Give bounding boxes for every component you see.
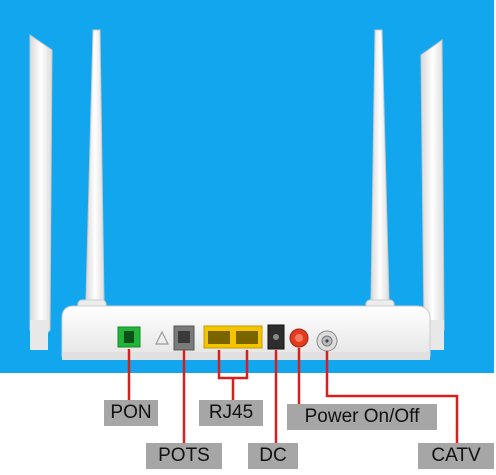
antenna-right-outer xyxy=(420,39,445,350)
catv-label: CATV xyxy=(418,443,494,469)
warning-icon xyxy=(155,330,169,345)
power-button xyxy=(289,328,309,348)
pots-port xyxy=(173,325,195,351)
pon-label: PON xyxy=(104,400,158,426)
catv-connector xyxy=(325,351,459,444)
power-label: Power On/Off xyxy=(287,404,437,430)
connector-lines xyxy=(127,348,459,444)
dc-port xyxy=(267,324,285,350)
rj45-ports xyxy=(203,325,263,349)
catv-port xyxy=(316,330,338,352)
pon-port xyxy=(117,326,141,348)
antenna-left-outer xyxy=(29,34,53,350)
dc-label: DC xyxy=(248,443,298,469)
pots-label: POTS xyxy=(146,443,222,469)
rj45-label: RJ45 xyxy=(199,400,263,426)
